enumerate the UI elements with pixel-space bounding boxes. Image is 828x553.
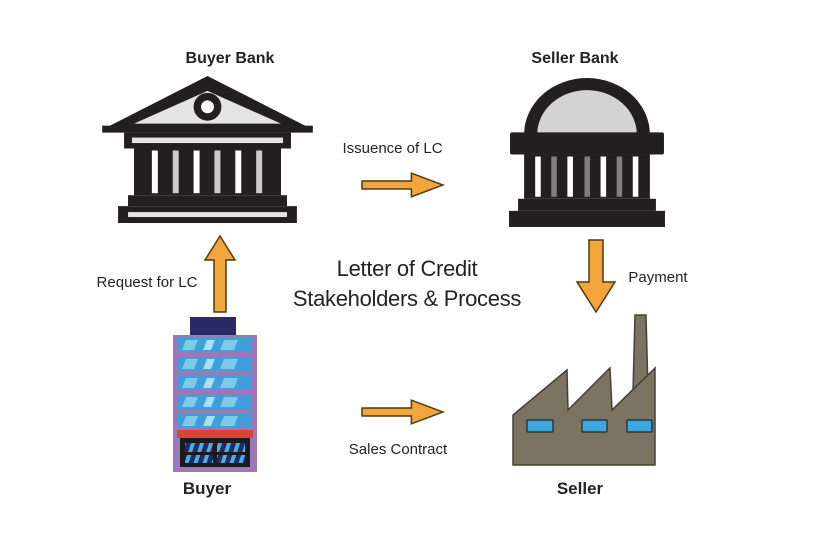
diagram-title-line1: Letter of Credit	[336, 256, 478, 281]
bank-pediment-icon	[102, 75, 313, 224]
factory-icon	[512, 314, 656, 466]
payment-arrow-down-icon	[575, 239, 617, 314]
issuance-arrow-right-icon	[361, 172, 445, 198]
request-for-lc-label: Request for LC	[96, 274, 198, 291]
sales-contract-label: Sales Contract	[348, 441, 448, 458]
office-building-icon	[173, 317, 257, 472]
seller-bank-label: Seller Bank	[531, 50, 619, 67]
request-arrow-up-icon	[203, 234, 237, 313]
diagram-title-line2: Stakeholders & Process	[292, 286, 522, 311]
seller-label: Seller	[556, 479, 604, 498]
diagram-title: Letter of Credit Stakeholders & Process	[292, 254, 522, 314]
bank-dome-icon	[509, 78, 665, 227]
payment-label: Payment	[628, 269, 688, 286]
sales-contract-arrow-right-icon	[361, 399, 445, 425]
buyer-bank-label: Buyer Bank	[185, 50, 275, 67]
issuance-of-lc-label: Issuence of LC	[342, 140, 443, 157]
buyer-label: Buyer	[182, 479, 232, 498]
